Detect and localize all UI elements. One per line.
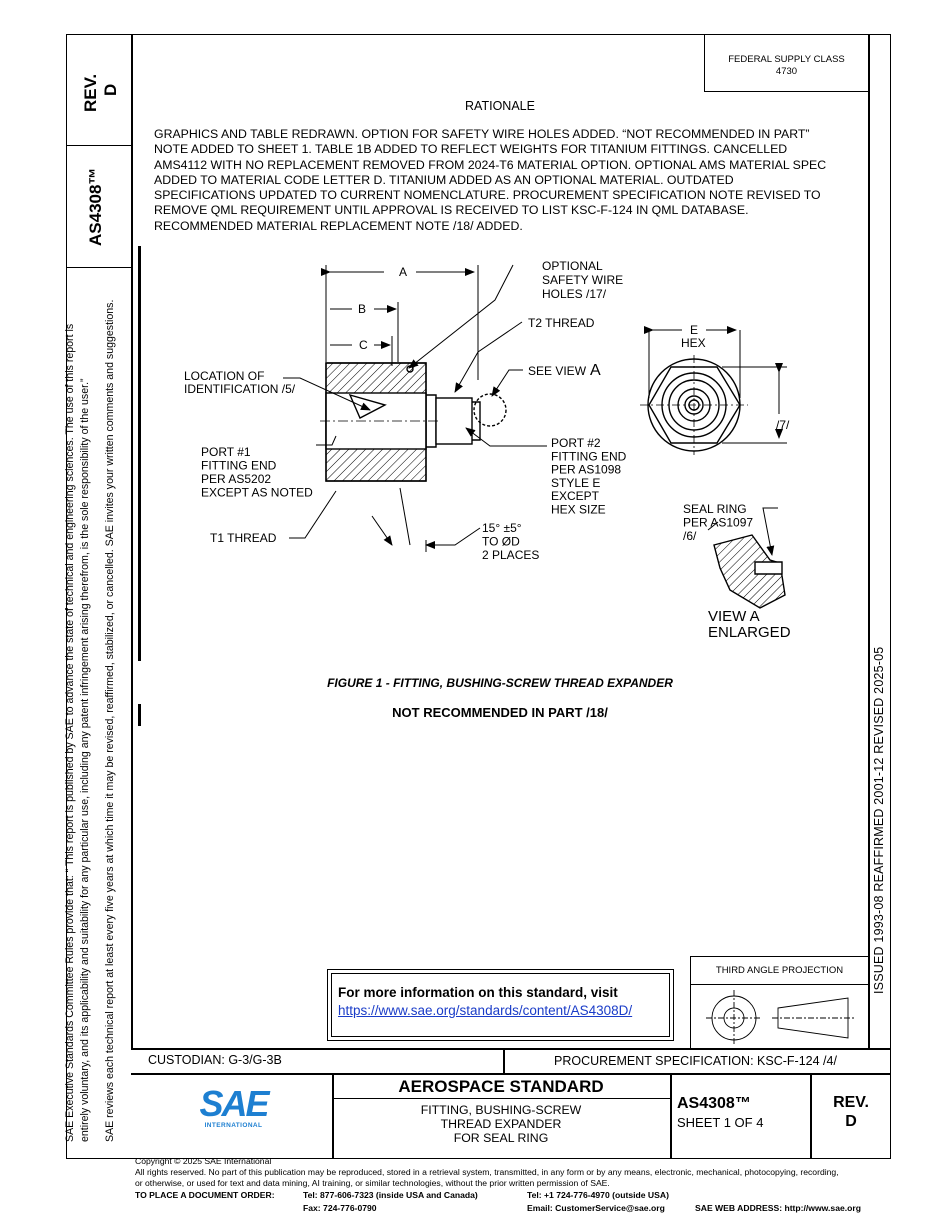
rationale-line: NOTE ADDED TO SHEET 1. TABLE 1B ADDED TO… <box>154 142 788 157</box>
dim-a-label: A <box>399 265 407 279</box>
projection-divider <box>690 984 869 985</box>
footer-rights-2: or otherwise, or used for text and data … <box>135 1178 610 1188</box>
info-link[interactable]: https://www.sae.org/standards/content/AS… <box>338 1003 633 1018</box>
title-divider-3 <box>810 1073 812 1159</box>
footer-web: SAE WEB ADDRESS: http://www.sae.org <box>695 1203 861 1213</box>
figure-caption: FIGURE 1 - FITTING, BUSHING-SCREW THREAD… <box>327 676 673 690</box>
title-divider-2 <box>670 1073 672 1159</box>
title-line: FOR SEAL RING <box>453 1131 549 1145</box>
title-rev-label: REV. <box>833 1094 869 1111</box>
not-recommended-note: NOT RECOMMENDED IN PART /18/ <box>392 705 608 720</box>
dim-c-label: C <box>359 338 368 352</box>
t2-thread-label: T2 THREAD <box>528 316 595 330</box>
federal-supply-label: FEDERAL SUPPLY CLASS <box>728 54 845 65</box>
revision-bar <box>138 246 141 661</box>
left-strip-line <box>131 34 133 1049</box>
dim-b-label: B <box>358 302 366 316</box>
projection-label: THIRD ANGLE PROJECTION <box>715 965 844 976</box>
page-frame <box>66 34 891 1159</box>
title-block-top-line <box>131 1073 891 1075</box>
sae-logo-mark: SAE <box>199 1083 269 1124</box>
t1-thread-label: T1 THREAD <box>210 531 277 545</box>
custodian-row-line <box>131 1048 891 1050</box>
rationale-line: AMS4112 WITH NO REPLACEMENT REMOVED FROM… <box>154 157 827 172</box>
footer-tel-us: Tel: 877-606-7323 (inside USA and Canada… <box>303 1190 478 1200</box>
projection-symbol <box>706 990 855 1046</box>
info-box <box>327 969 674 1041</box>
document-title: FITTING, BUSHING-SCREW THREAD EXPANDER F… <box>332 1103 670 1145</box>
rationale-line: GRAPHICS AND TABLE REDRAWN. OPTION FOR S… <box>154 127 810 141</box>
custodian-divider <box>503 1048 505 1074</box>
dim-7-label: /7/ <box>776 418 790 432</box>
sae-logo-sub: INTERNATIONAL <box>204 1122 263 1129</box>
footer-tel-outside: Tel: +1 724-776-4970 (outside USA) <box>527 1190 669 1200</box>
federal-supply-value: 4730 <box>775 66 798 77</box>
rationale-text: GRAPHICS AND TABLE REDRAWN. OPTION FOR S… <box>154 127 826 234</box>
title-sheet: SHEET 1 OF 4 <box>677 1115 764 1130</box>
info-box-inner <box>331 973 670 1037</box>
federal-supply-box <box>704 34 869 92</box>
title-divider-1 <box>332 1073 334 1159</box>
rationale-line: REMOVE QML REQUIREMENT UNTIL APPROVAL IS… <box>154 203 749 218</box>
title-doc-number: AS4308™ <box>677 1095 751 1112</box>
title-line: THREAD EXPANDER <box>440 1117 562 1131</box>
footer-fax: Fax: 724-776-0790 <box>303 1203 377 1213</box>
custodian-text: CUSTODIAN: G-3/G-3B <box>148 1053 282 1067</box>
sae-logo: SAE INTERNATIONAL <box>196 1083 271 1130</box>
footer-order-label: TO PLACE A DOCUMENT ORDER: <box>135 1190 275 1200</box>
revision-bar-short <box>138 704 141 726</box>
title-line: FITTING, BUSHING-SCREW <box>420 1103 582 1117</box>
standard-type: AEROSPACE STANDARD <box>398 1077 604 1096</box>
title-std-underline <box>332 1098 670 1099</box>
procurement-text: PROCUREMENT SPECIFICATION: KSC-F-124 /4/ <box>554 1054 837 1068</box>
dim-e-label: E <box>690 323 698 337</box>
technical-drawing: A B C <box>184 259 791 641</box>
rationale-title: RATIONALE <box>465 99 535 113</box>
footer-rights-1: All rights reserved. No part of this pub… <box>135 1167 839 1177</box>
rationale-line: SPECIFICATIONS UPDATED TO CURRENT NOMENC… <box>154 188 821 203</box>
info-text: For more information on this standard, v… <box>338 985 618 1000</box>
right-strip-line <box>868 34 870 1049</box>
title-rev-value: D <box>845 1113 857 1130</box>
rationale-line: RECOMMENDED MATERIAL REPLACEMENT NOTE /1… <box>154 218 523 233</box>
rationale-line: ADDED TO MATERIAL CODE LETTER D. TITANIU… <box>154 172 734 187</box>
footer-email: Email: CustomerService@sae.org <box>527 1203 665 1213</box>
footer: Copyright © 2025 SAE International All r… <box>135 1156 935 1189</box>
footer-copyright: Copyright © 2025 SAE International <box>135 1156 272 1166</box>
hex-label: HEX <box>681 336 706 350</box>
